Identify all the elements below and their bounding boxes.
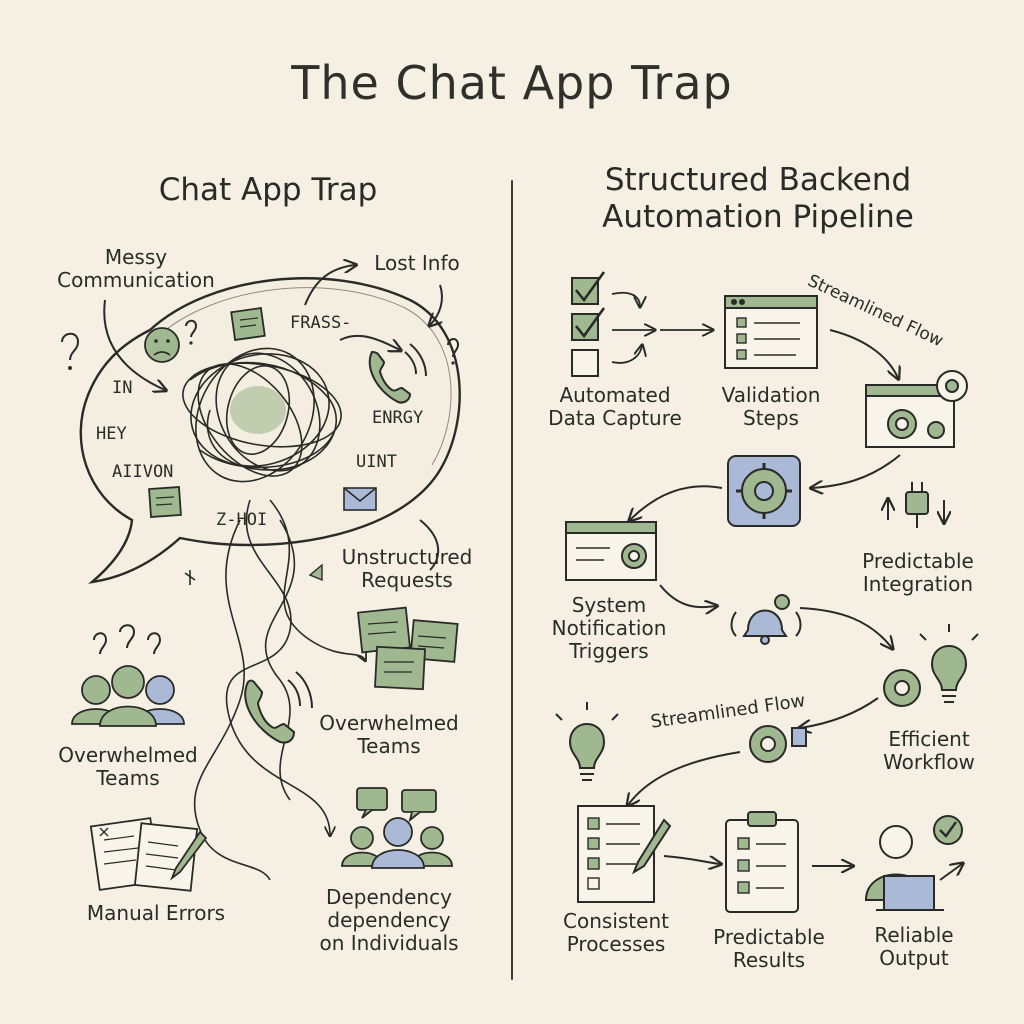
right-section-title: Structured Backend Automation Pipeline — [602, 162, 914, 236]
people-group-icon — [71, 665, 185, 727]
envelope-icon — [343, 487, 377, 511]
checkbox-list-icon — [571, 271, 606, 377]
scribble-word: UINT — [356, 452, 397, 472]
gears-window-icon — [865, 370, 968, 448]
label-reliable-output: Reliable Output — [874, 923, 954, 970]
label-overwhelmed-teams-right: Overwhelmed Teams — [319, 711, 459, 758]
scribble-word: IN — [112, 378, 133, 398]
phone-icon-lower — [244, 671, 313, 744]
person-laptop-icon — [864, 815, 962, 911]
label-system-notification-triggers: System Notification Triggers — [551, 593, 667, 663]
left-section-title: Chat App Trap — [158, 172, 378, 208]
label-overwhelmed-teams-left: Overwhelmed Teams — [58, 743, 198, 790]
label-manual-errors: Manual Errors — [86, 901, 226, 925]
gear-box-icon — [727, 455, 801, 527]
plug-icon — [888, 482, 944, 528]
sticky-notes-stack-icon — [357, 606, 459, 691]
scribble-word: AIIVON — [112, 462, 174, 482]
validation-window-icon — [724, 295, 818, 369]
notification-window-icon — [565, 521, 657, 581]
gear-icon — [749, 725, 807, 763]
sad-face-icon — [144, 327, 180, 363]
label-consistent-processes: Consistent Processes — [563, 909, 669, 956]
scribble-word: ENRGY — [372, 408, 424, 428]
dependency-people-icon — [341, 787, 453, 869]
sticky-note-icon — [148, 307, 266, 518]
checklist-doc-icon — [577, 805, 672, 903]
phone-icon — [368, 343, 427, 404]
label-predictable-integration: Predictable Integration — [862, 549, 974, 596]
lightbulb-icon — [555, 702, 619, 781]
scribble-word: HEY — [96, 424, 127, 444]
label-validation-steps: Validation Steps — [721, 383, 821, 430]
label-messy-communication: Messy Communication — [57, 245, 215, 292]
tangle-scribble — [182, 347, 342, 483]
scribble-word: FRASS- — [290, 313, 352, 333]
section-divider — [511, 180, 513, 980]
label-predictable-results: Predictable Results — [713, 925, 825, 972]
page-title: The Chat App Trap — [291, 56, 733, 110]
label-lost-info: Lost Info — [374, 251, 460, 275]
scribble-word: Z-HOI — [216, 510, 268, 530]
label-dependency: Dependency dependency on Individuals — [319, 885, 459, 955]
label-automated-data-capture: Automated Data Capture — [548, 383, 682, 430]
clipboard-icon — [725, 811, 799, 913]
label-efficient-workflow: Efficient Workflow — [883, 727, 975, 774]
gear-bulb-icon — [883, 624, 979, 707]
bell-icon — [730, 594, 802, 645]
documents-icon — [89, 817, 208, 892]
label-unstructured-requests: Unstructured Requests — [341, 545, 473, 592]
